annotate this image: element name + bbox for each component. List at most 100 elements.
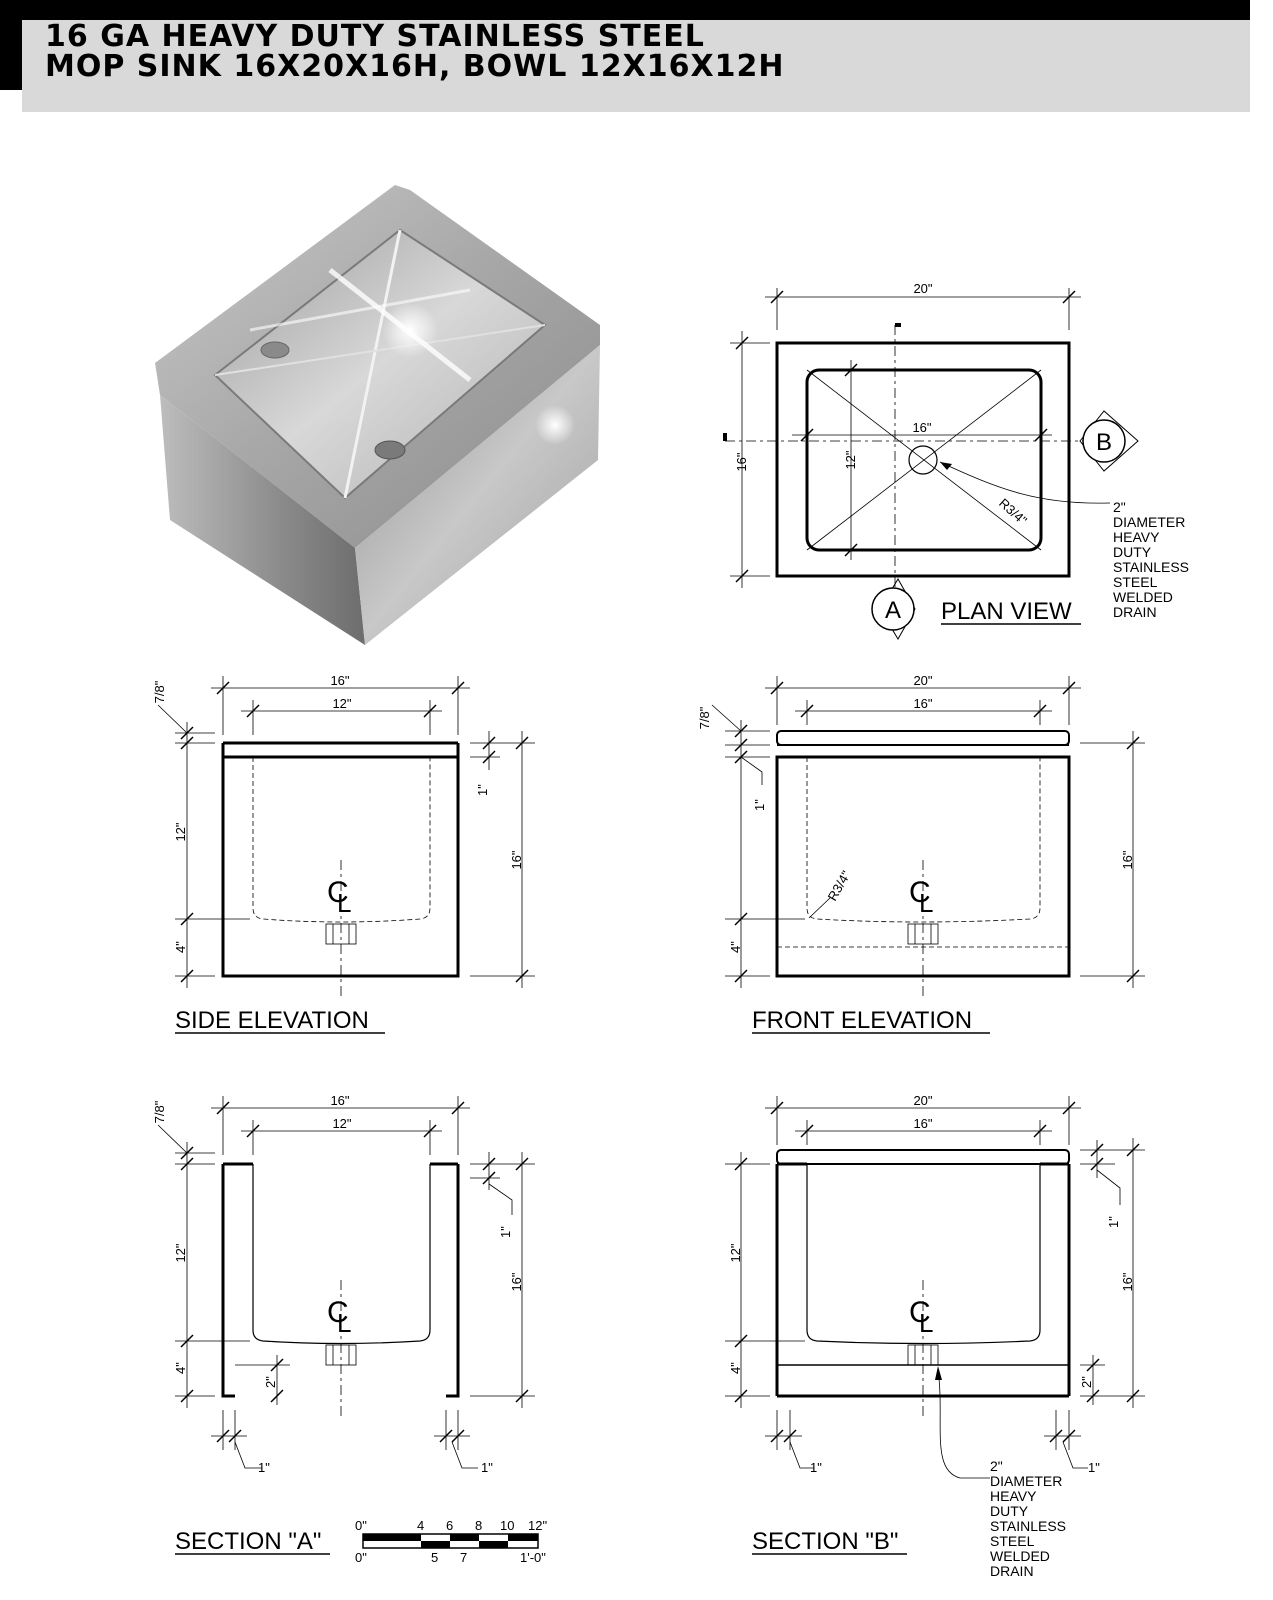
svg-text:STEEL: STEEL xyxy=(1113,574,1158,590)
svg-text:STAINLESS: STAINLESS xyxy=(1113,559,1189,575)
sec-b-dim-1-br: 1" xyxy=(1088,1460,1100,1475)
side-dim-12-v: 12" xyxy=(173,822,188,841)
side-dim-1: 1" xyxy=(475,784,490,796)
plan-dim-20: 20" xyxy=(913,281,932,296)
side-elevation-text: 16" 12" 7/8" 12" 4" 1" 16" C L SIDE ELEV… xyxy=(152,673,524,1034)
section-a-text: 16" 12" 7/8" 12" 4" 2" 1" 16" 1" 1" C L … xyxy=(152,1093,524,1555)
drain-icon xyxy=(374,440,406,460)
svg-text:2": 2" xyxy=(1113,499,1126,515)
centerline-icon: C xyxy=(327,876,349,909)
section-b-text: 20" 16" 12" 4" 1" 16" 2" 1" 1" C L SECTI… xyxy=(728,1093,1135,1579)
svg-text:5: 5 xyxy=(431,1550,438,1565)
sec-a-centerline-l-icon: L xyxy=(337,1308,351,1338)
sec-a-dim-1-r: 1" xyxy=(498,1226,513,1238)
svg-text:STAINLESS: STAINLESS xyxy=(990,1518,1066,1534)
sec-a-dim-2: 2" xyxy=(263,1376,278,1388)
svg-text:DUTY: DUTY xyxy=(990,1503,1029,1519)
section-b xyxy=(725,1096,1145,1555)
side-dim-78: 7/8" xyxy=(152,680,167,703)
svg-text:DRAIN: DRAIN xyxy=(990,1563,1034,1579)
front-dim-1: 1" xyxy=(752,799,767,811)
title-bar-top xyxy=(0,0,1250,20)
sec-a-dim-1-br: 1" xyxy=(481,1460,493,1475)
title-box xyxy=(22,20,1250,112)
front-dim-16-v: 16" xyxy=(1120,850,1135,869)
front-elevation-label: FRONT ELEVATION xyxy=(752,1007,972,1034)
sec-b-dim-1-bl: 1" xyxy=(810,1460,822,1475)
svg-text:DRAIN: DRAIN xyxy=(1113,604,1157,620)
sec-b-dim-4: 4" xyxy=(728,1362,743,1374)
sec-b-dim-16-v: 16" xyxy=(1120,1272,1135,1291)
sink-3d-render xyxy=(155,185,600,645)
section-a xyxy=(157,1096,535,1555)
title-line-2: MOP SINK 16X20X16H, BOWL 12X16X12H xyxy=(45,49,785,84)
front-dim-r34: R3/4" xyxy=(825,868,854,904)
section-marker-b: B xyxy=(1096,429,1112,456)
svg-text:STEEL: STEEL xyxy=(990,1533,1035,1549)
svg-text:7: 7 xyxy=(460,1550,467,1565)
sec-b-dim-2: 2" xyxy=(1079,1376,1094,1388)
plan-dim-r34: R3/4" xyxy=(996,495,1030,528)
plan-view-text: 20" 16" 16" 12" R3/4" B A PLAN VIEW 2" D… xyxy=(734,281,1189,625)
centerline-l-icon: L xyxy=(337,888,351,918)
side-dim-16: 16" xyxy=(330,673,349,688)
side-elevation-label: SIDE ELEVATION xyxy=(175,1007,369,1034)
section-marker-a: A xyxy=(885,597,901,624)
side-dim-16-v: 16" xyxy=(509,850,524,869)
sec-b-dim-1-r: 1" xyxy=(1106,1216,1121,1228)
front-centerline-l-icon: L xyxy=(919,888,933,918)
sec-a-dim-16-v: 16" xyxy=(509,1272,524,1291)
sec-a-dim-78: 7/8" xyxy=(152,1100,167,1123)
front-dim-16: 16" xyxy=(913,696,932,711)
plan-dim-16-inner: 16" xyxy=(912,420,931,435)
plan-dim-16-v: 16" xyxy=(734,452,749,471)
plan-view-label: PLAN VIEW xyxy=(941,598,1072,625)
svg-text:0": 0" xyxy=(355,1518,367,1533)
svg-text:HEAVY: HEAVY xyxy=(990,1488,1037,1504)
svg-text:HEAVY: HEAVY xyxy=(1113,529,1160,545)
front-elevation xyxy=(711,676,1145,1034)
sec-a-dim-16: 16" xyxy=(330,1093,349,1108)
section-b-label: SECTION "B" xyxy=(752,1528,898,1555)
sec-a-dim-4: 4" xyxy=(173,1362,188,1374)
sec-a-centerline-icon: C xyxy=(327,1296,349,1329)
svg-text:DUTY: DUTY xyxy=(1113,544,1152,560)
sec-a-dim-12-v: 12" xyxy=(173,1243,188,1262)
svg-text:6: 6 xyxy=(446,1518,453,1533)
svg-text:12": 12" xyxy=(528,1518,547,1533)
front-dim-20: 20" xyxy=(913,673,932,688)
front-elevation-text: 20" 16" 7/8" 1" 4" 16" R3/4" C L FRONT E… xyxy=(697,673,1135,1034)
front-dim-78: 7/8" xyxy=(697,706,712,729)
sec-b-dim-16: 16" xyxy=(913,1116,932,1131)
svg-text:8: 8 xyxy=(475,1518,482,1533)
svg-text:0": 0" xyxy=(355,1550,367,1565)
svg-text:WELDED: WELDED xyxy=(990,1548,1050,1564)
overflow-hole-icon xyxy=(260,341,290,359)
sec-a-dim-12: 12" xyxy=(332,1116,351,1131)
svg-text:1'-0": 1'-0" xyxy=(520,1550,546,1565)
title-bar-left xyxy=(0,0,22,90)
section-b-drain-note: 2" DIAMETER HEAVY DUTY STAINLESS STEEL W… xyxy=(990,1458,1066,1579)
plan-dim-12: 12" xyxy=(843,450,858,469)
sec-a-dim-1-bl: 1" xyxy=(258,1460,270,1475)
front-dim-4: 4" xyxy=(728,941,743,953)
title-line-1: 16 GA HEAVY DUTY STAINLESS STEEL xyxy=(45,19,705,54)
front-centerline-icon: C xyxy=(909,876,931,909)
sec-b-centerline-l-icon: L xyxy=(919,1308,933,1338)
sec-b-dim-20: 20" xyxy=(913,1093,932,1108)
svg-text:DIAMETER: DIAMETER xyxy=(1113,514,1185,530)
side-elevation xyxy=(157,676,535,1034)
svg-text:DIAMETER: DIAMETER xyxy=(990,1473,1062,1489)
side-dim-4: 4" xyxy=(173,941,188,953)
svg-text:4: 4 xyxy=(417,1518,424,1533)
plan-drain-note: 2" DIAMETER HEAVY DUTY STAINLESS STEEL W… xyxy=(1113,499,1189,620)
svg-text:10: 10 xyxy=(500,1518,514,1533)
sec-b-dim-12-v: 12" xyxy=(728,1243,743,1262)
svg-text:WELDED: WELDED xyxy=(1113,589,1173,605)
side-dim-12: 12" xyxy=(332,696,351,711)
scale-bar: 0" 4 6 8 10 12" 0" 5 7 1'-0" xyxy=(355,1518,547,1565)
page-title: 16 GA HEAVY DUTY STAINLESS STEEL MOP SIN… xyxy=(45,22,784,82)
svg-text:2": 2" xyxy=(990,1458,1003,1474)
section-a-label: SECTION "A" xyxy=(175,1528,321,1555)
